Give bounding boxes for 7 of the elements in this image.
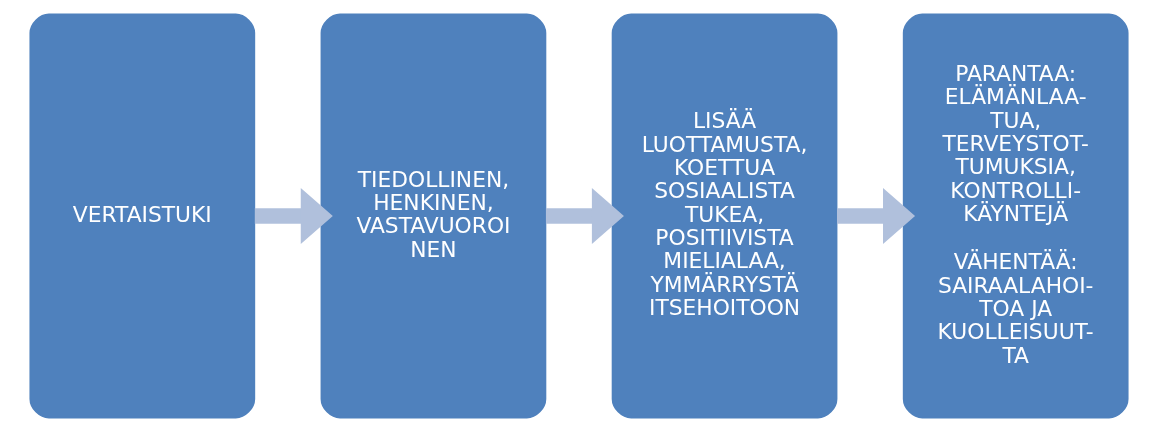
arrow xyxy=(836,187,915,245)
arrow xyxy=(254,187,333,245)
node-box: VERTAISTUKI xyxy=(28,13,255,419)
node-box: PARANTAA: ELÄMÄNLAA- TUA, TERVEYSTOT- TUMUKSIA, KONTROLLI- KÄYNTEJÄ VÄHENTÄÄ: SAIRAALAHOI- TOA JA KUOLLEISUUT- TA xyxy=(902,13,1129,419)
arrow xyxy=(545,187,624,245)
node-box: TIEDOLLINEN, HENKINEN, VASTAVUOROI NEN xyxy=(320,13,546,419)
node-box: LISÄÄ LUOTTAMUSTA, KOETTUA SOSIAALISTA TUKEA, POSITIIVISTA MIELIALAA, YMMÄRRYSTÄ ITSEHOITOON xyxy=(611,13,837,419)
